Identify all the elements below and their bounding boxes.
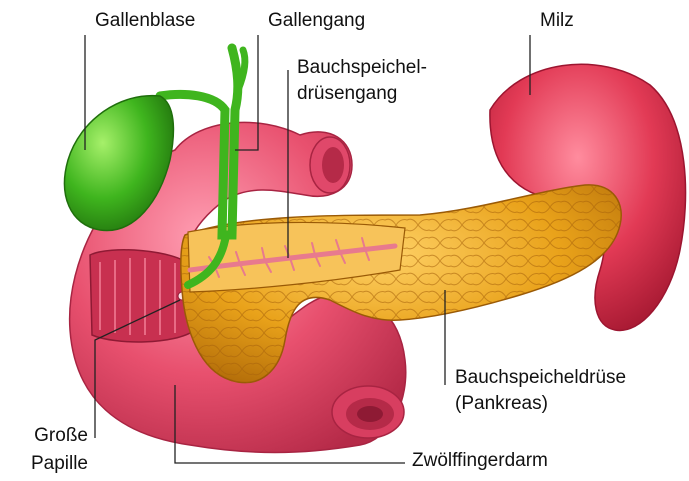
label-gallenblase: Gallenblase <box>95 10 195 32</box>
label-bauchspeicheldruese-2: (Pankreas) <box>455 393 548 415</box>
label-bauchspeicheldruesengang-1: Bauchspeichel- <box>297 57 427 79</box>
label-grosse-papille-1: Große <box>20 425 88 447</box>
label-zwoelffingerdarm: Zwölffingerdarm <box>412 450 548 472</box>
label-gallengang: Gallengang <box>268 10 365 32</box>
label-bauchspeicheldruese-1: Bauchspeicheldrüse <box>455 367 626 389</box>
label-bauchspeicheldruesengang-2: drüsengang <box>297 83 397 105</box>
label-grosse-papille-2: Papille <box>20 453 88 475</box>
label-milz: Milz <box>540 10 574 32</box>
